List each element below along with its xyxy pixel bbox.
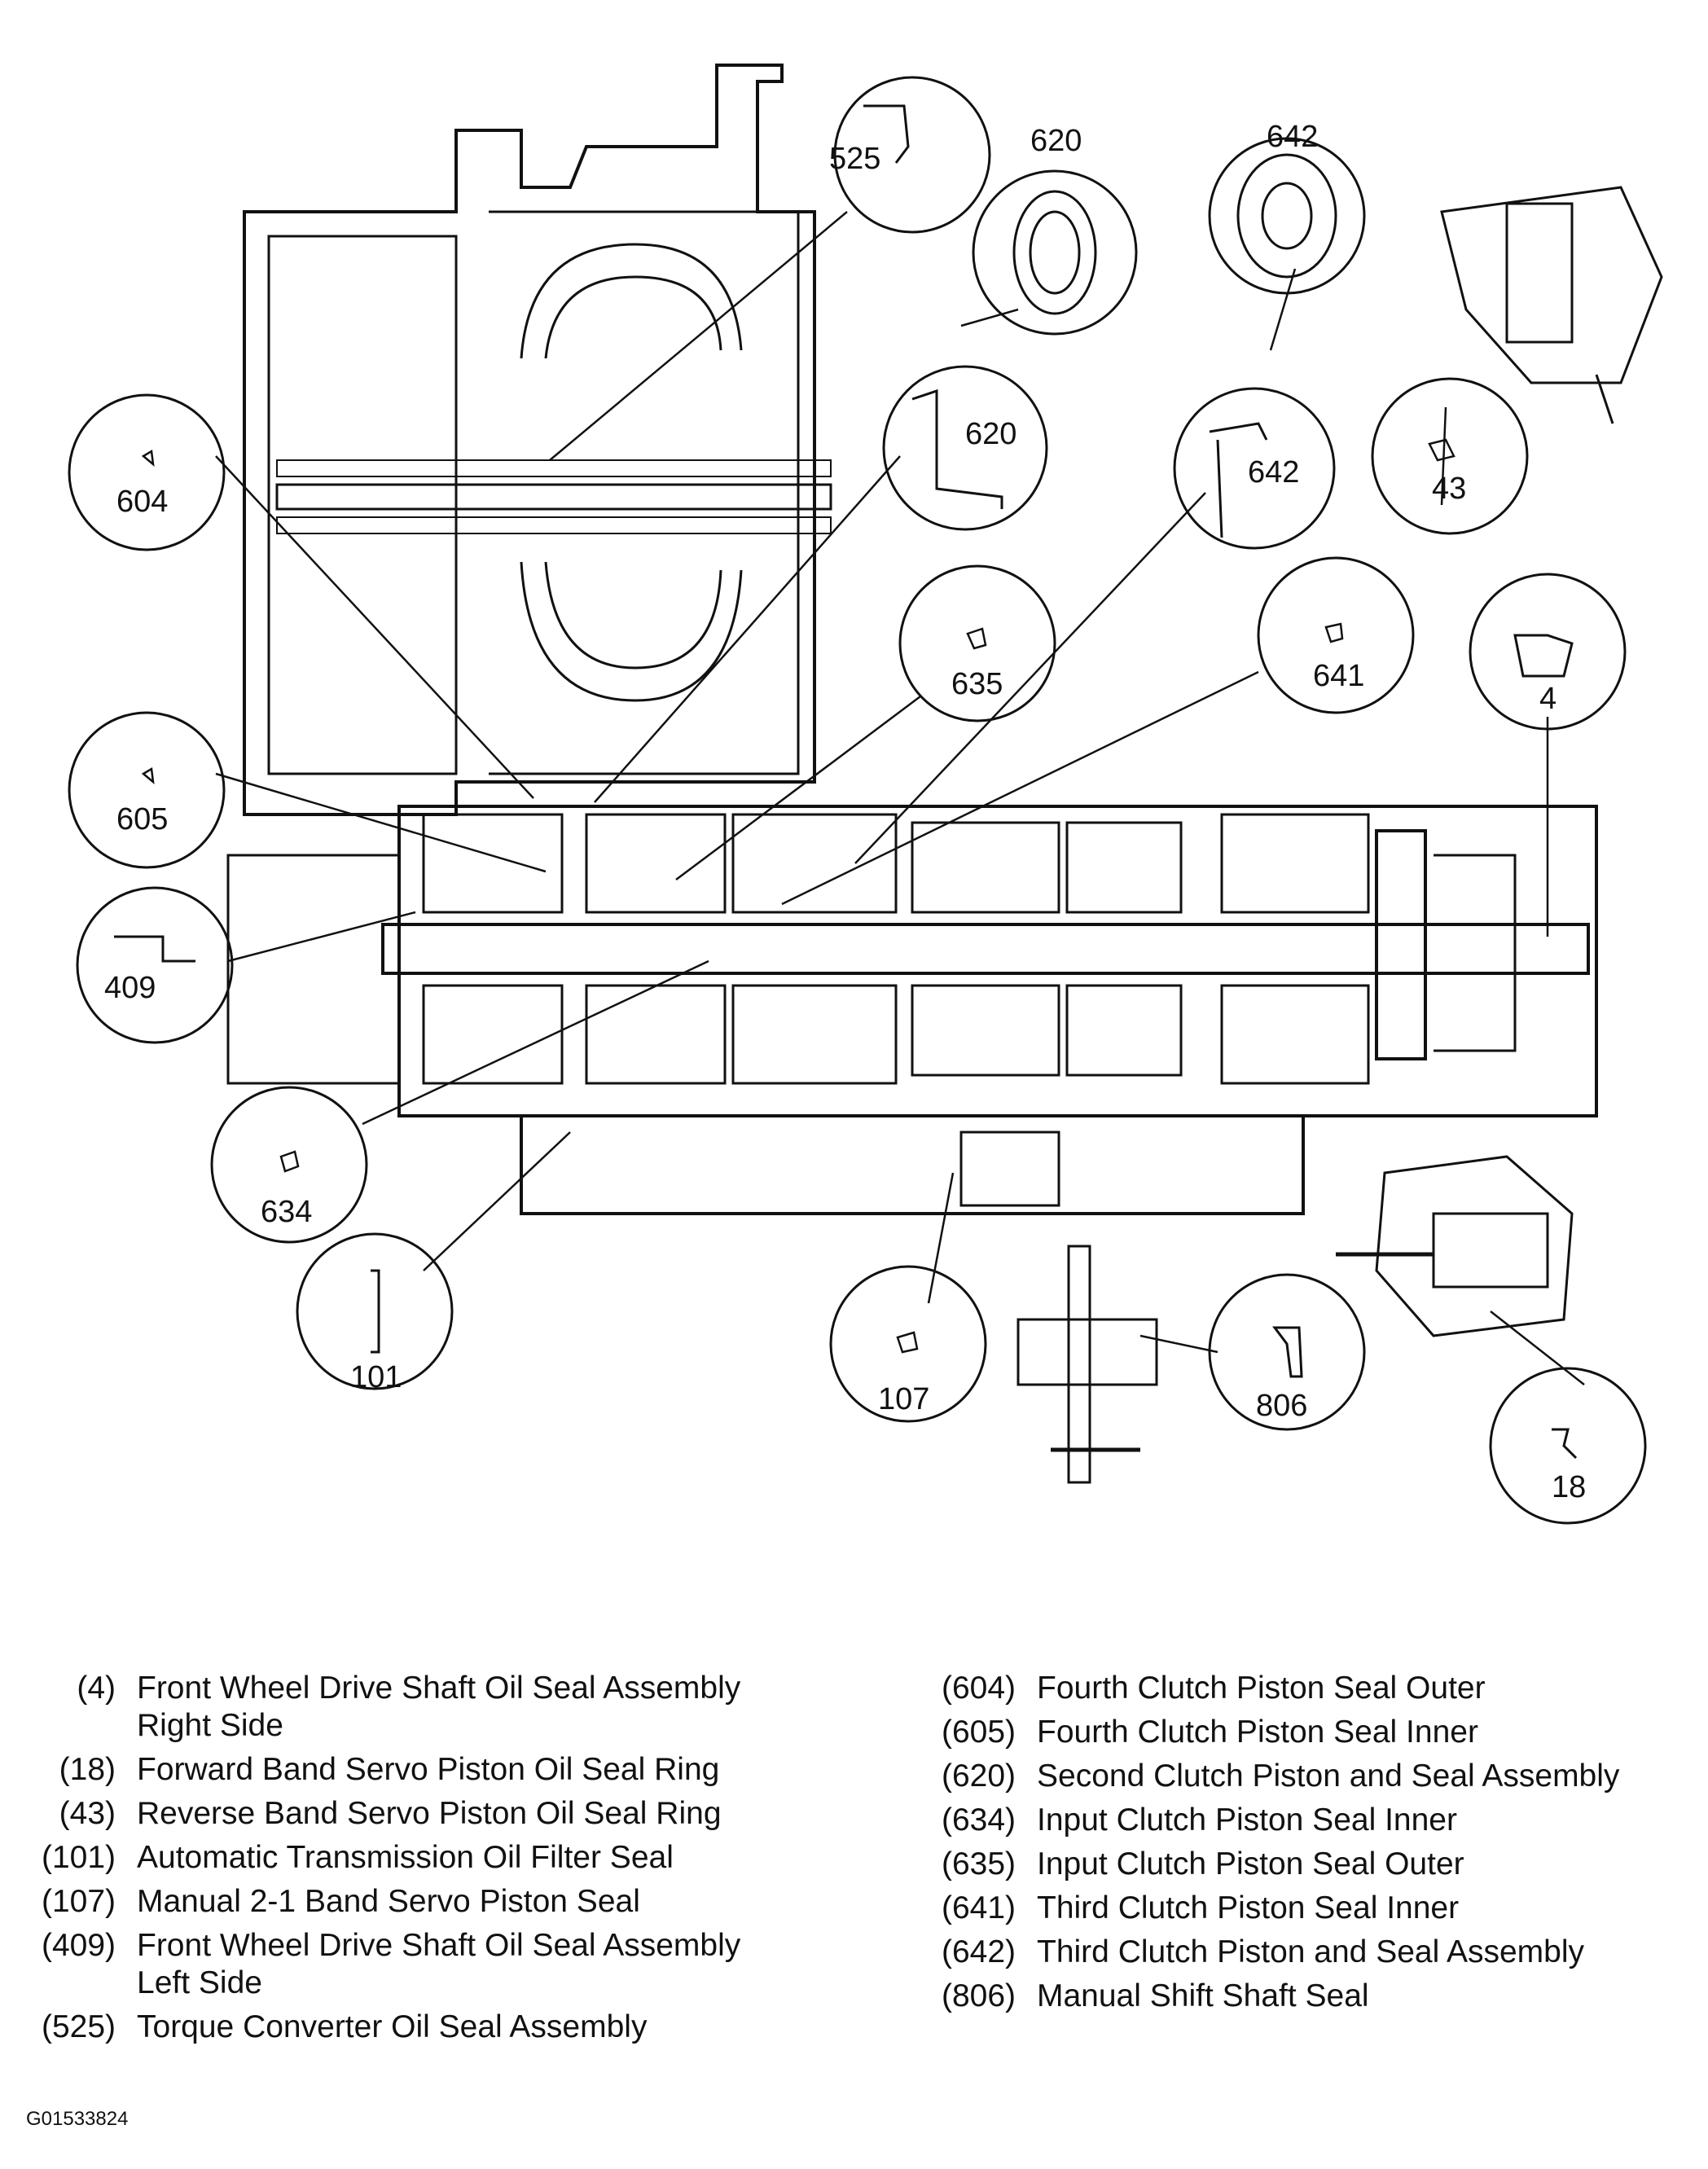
legend-description: Automatic Transmission Oil Filter Seal <box>137 1840 674 1875</box>
svg-text:635: 635 <box>951 667 1003 701</box>
legend-description: Forward Band Servo Piston Oil Seal Ring <box>137 1752 720 1787</box>
legend-code: (43) <box>59 1796 116 1831</box>
legend-description: Second Clutch Piston and Seal Assembly <box>1037 1758 1620 1794</box>
svg-text:642: 642 <box>1267 120 1318 154</box>
svg-text:18: 18 <box>1552 1470 1586 1504</box>
parts-legend: (4) Front Wheel Drive Shaft Oil Seal Ass… <box>0 1670 1708 2093</box>
callout-642-seal-ring: 642 <box>1208 120 1366 295</box>
callout-525: 525 <box>829 76 991 234</box>
legend-item: (635) Input Clutch Piston Seal Outer <box>924 1846 1690 1883</box>
legend-description: Input Clutch Piston Seal Inner <box>1037 1802 1457 1838</box>
callout-634: 634 <box>210 1086 368 1244</box>
forward-servo-assembly <box>1336 1155 1574 1337</box>
transmission-seal-diagram: 525 620 642 604 620 642 43 635 <box>68 64 1663 1525</box>
legend-code: (806) <box>941 1978 1016 2013</box>
gear-train-assembly <box>226 805 1598 1215</box>
svg-text:634: 634 <box>261 1195 312 1229</box>
callout-604: 604 <box>68 393 226 551</box>
legend-item: (18) Forward Band Servo Piston Oil Seal … <box>24 1751 888 1789</box>
legend-description: Input Clutch Piston Seal Outer <box>1037 1846 1464 1881</box>
manual-shift-shaft <box>1016 1245 1158 1484</box>
legend-code: (18) <box>59 1752 116 1787</box>
legend-code: (605) <box>941 1715 1016 1750</box>
legend-code: (101) <box>41 1840 116 1875</box>
svg-text:43: 43 <box>1432 472 1466 506</box>
legend-item: (620) Second Clutch Piston and Seal Asse… <box>924 1758 1690 1795</box>
callout-101: 101 <box>296 1232 454 1394</box>
legend-code: (604) <box>941 1671 1016 1706</box>
legend-description: Front Wheel Drive Shaft Oil Seal Assembl… <box>137 1928 741 2000</box>
transmission-case-outline <box>243 64 832 816</box>
svg-text:525: 525 <box>829 142 880 176</box>
legend-code: (4) <box>77 1671 116 1706</box>
legend-item: (806) Manual Shift Shaft Seal <box>924 1978 1690 2015</box>
reverse-servo-assembly <box>1440 186 1663 424</box>
legend-code: (642) <box>941 1934 1016 1969</box>
legend-item: (634) Input Clutch Piston Seal Inner <box>924 1802 1690 1839</box>
leader-lines <box>215 211 1585 1385</box>
legend-item: (525) Torque Converter Oil Seal Assembly <box>24 2009 888 2046</box>
legend-description: Front Wheel Drive Shaft Oil Seal Assembl… <box>137 1671 741 1743</box>
svg-text:806: 806 <box>1256 1389 1307 1423</box>
legend-item: (4) Front Wheel Drive Shaft Oil Seal Ass… <box>24 1670 888 1745</box>
legend-description: Third Clutch Piston and Seal Assembly <box>1037 1934 1584 1969</box>
legend-item: (604) Fourth Clutch Piston Seal Outer <box>924 1670 1690 1707</box>
callout-605: 605 <box>68 711 226 869</box>
legend-code: (635) <box>941 1846 1016 1881</box>
callout-642: 642 <box>1173 387 1336 550</box>
callout-4: 4 <box>1469 573 1627 731</box>
legend-code: (620) <box>941 1758 1016 1794</box>
legend-item: (409) Front Wheel Drive Shaft Oil Seal A… <box>24 1927 888 2002</box>
legend-item: (641) Third Clutch Piston Seal Inner <box>924 1890 1690 1927</box>
svg-text:620: 620 <box>965 417 1016 451</box>
legend-code: (525) <box>41 2009 116 2044</box>
callout-806: 806 <box>1208 1273 1366 1431</box>
callout-635: 635 <box>898 564 1056 722</box>
svg-text:641: 641 <box>1313 659 1364 693</box>
callout-107: 107 <box>829 1265 987 1423</box>
legend-description: Manual Shift Shaft Seal <box>1037 1978 1369 2013</box>
legend-item: (43) Reverse Band Servo Piston Oil Seal … <box>24 1795 888 1833</box>
callout-18: 18 <box>1489 1367 1647 1525</box>
legend-description: Fourth Clutch Piston Seal Inner <box>1037 1715 1478 1750</box>
legend-description: Manual 2-1 Band Servo Piston Seal <box>137 1884 640 1919</box>
legend-code: (634) <box>941 1802 1016 1838</box>
callout-620-seal-ring: 620 <box>972 124 1138 336</box>
legend-column-left: (4) Front Wheel Drive Shaft Oil Seal Ass… <box>24 1670 888 2053</box>
legend-code: (409) <box>41 1928 116 1963</box>
legend-description: Torque Converter Oil Seal Assembly <box>137 2009 648 2044</box>
svg-text:605: 605 <box>116 802 168 836</box>
legend-description: Fourth Clutch Piston Seal Outer <box>1037 1671 1486 1706</box>
svg-text:604: 604 <box>116 485 168 519</box>
callout-409: 409 <box>76 886 234 1044</box>
legend-code: (107) <box>41 1884 116 1919</box>
figure-id: G01533824 <box>26 2108 129 2130</box>
svg-text:642: 642 <box>1248 455 1299 490</box>
legend-item: (642) Third Clutch Piston and Seal Assem… <box>924 1934 1690 1971</box>
legend-item: (101) Automatic Transmission Oil Filter … <box>24 1839 888 1877</box>
callout-43: 43 <box>1371 377 1529 535</box>
legend-description: Third Clutch Piston Seal Inner <box>1037 1890 1460 1925</box>
legend-item: (107) Manual 2-1 Band Servo Piston Seal <box>24 1883 888 1921</box>
callout-620: 620 <box>882 365 1048 531</box>
legend-code: (641) <box>941 1890 1016 1925</box>
svg-text:107: 107 <box>878 1382 929 1416</box>
svg-text:620: 620 <box>1030 124 1082 158</box>
svg-text:101: 101 <box>350 1360 402 1394</box>
legend-description: Reverse Band Servo Piston Oil Seal Ring <box>137 1796 722 1831</box>
callout-641: 641 <box>1257 556 1415 714</box>
legend-item: (605) Fourth Clutch Piston Seal Inner <box>924 1714 1690 1751</box>
svg-text:409: 409 <box>104 971 156 1005</box>
legend-column-right: (604) Fourth Clutch Piston Seal Outer (6… <box>924 1670 1690 2022</box>
svg-text:4: 4 <box>1539 682 1557 716</box>
